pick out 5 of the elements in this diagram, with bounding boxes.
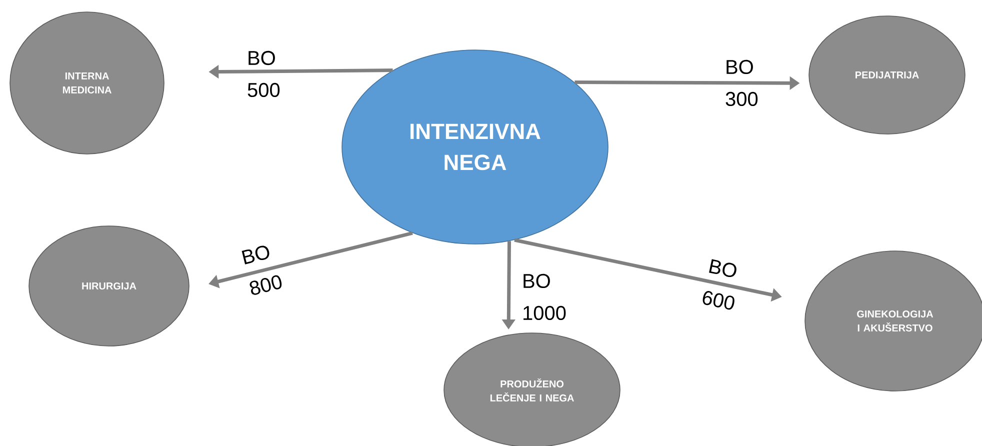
edge-label: BO 500 <box>248 50 280 98</box>
edge-label: BO 300 <box>726 60 758 106</box>
edge-label: BO 800 <box>242 246 282 295</box>
edge-label: BO 600 <box>702 259 736 310</box>
edge-label: BO 1000 <box>524 274 566 320</box>
